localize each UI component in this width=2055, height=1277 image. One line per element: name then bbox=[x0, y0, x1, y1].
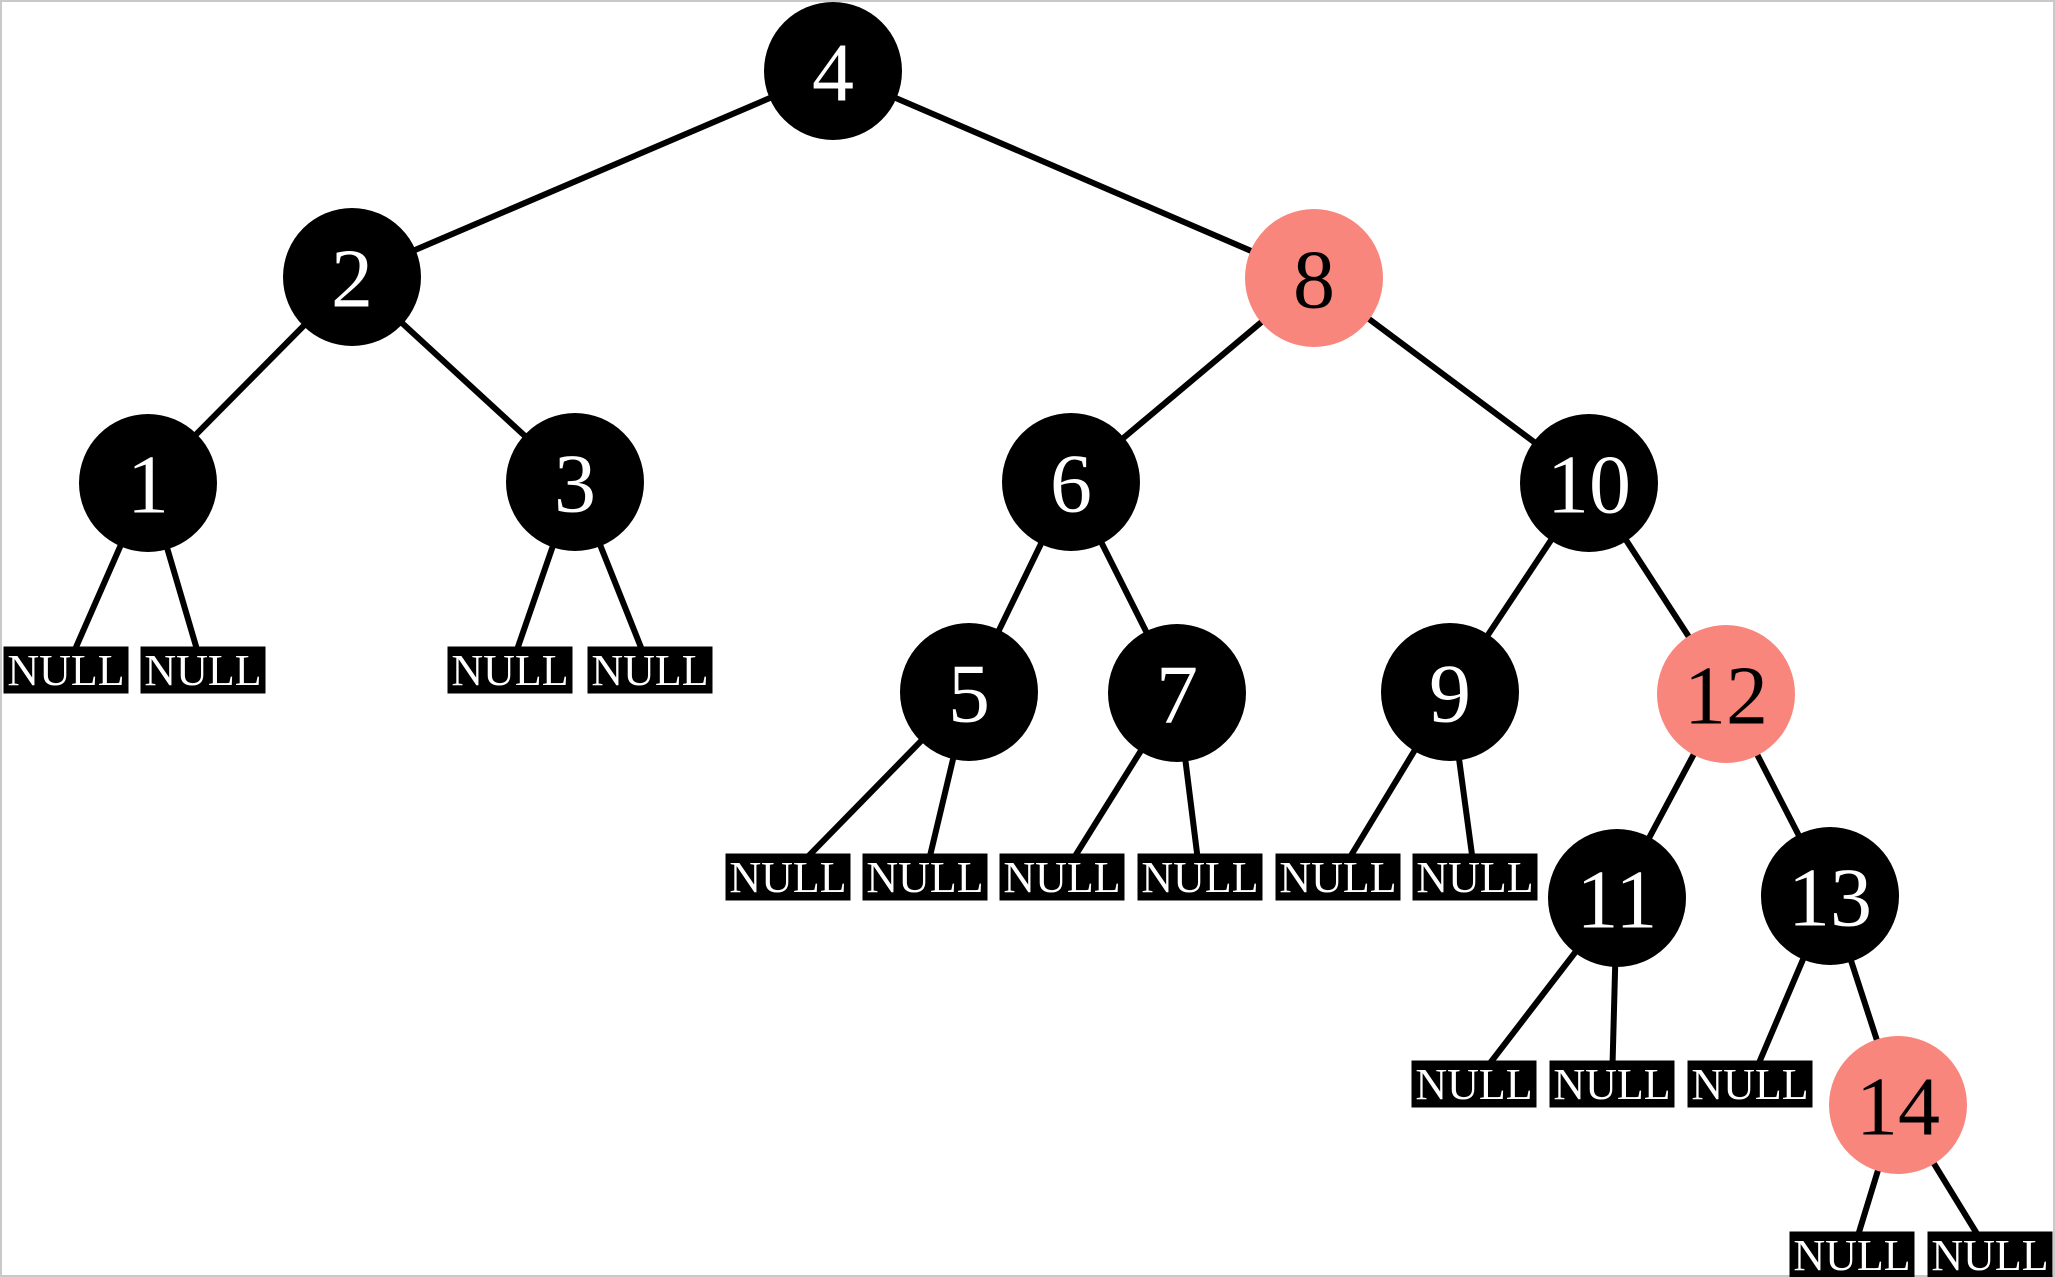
null-leaf-N13: NULL bbox=[1687, 1060, 1813, 1109]
black-node-circle bbox=[283, 208, 421, 346]
tree-edge-4-2 bbox=[350, 68, 835, 280]
null-leaf-box bbox=[1927, 1231, 2053, 1277]
red-node-circle bbox=[1245, 209, 1383, 347]
null-leaf-label: NULL bbox=[1279, 853, 1396, 902]
null-leaf-box bbox=[587, 646, 713, 694]
null-leaf-box bbox=[1687, 1060, 1813, 1108]
null-leaf-box bbox=[3, 646, 129, 694]
null-leaf-N5: NULL bbox=[725, 853, 851, 902]
tree-node-2: 2 bbox=[283, 208, 421, 346]
null-leaf-label: NULL bbox=[1141, 853, 1258, 902]
null-leaf-label: NULL bbox=[7, 646, 124, 695]
tree-node-9: 9 bbox=[1381, 623, 1519, 761]
null-leaf-N9: NULL bbox=[1275, 853, 1401, 902]
node-value-label: 4 bbox=[812, 26, 854, 119]
black-node-circle bbox=[1520, 414, 1658, 552]
null-leaf-label: NULL bbox=[1793, 1231, 1910, 1277]
null-leaf-N3: NULL bbox=[447, 646, 573, 695]
null-leaf-N14: NULL bbox=[1789, 1231, 1915, 1277]
null-leaf-box bbox=[1275, 853, 1401, 901]
black-node-circle bbox=[1002, 413, 1140, 551]
tree-node-14: 14 bbox=[1829, 1036, 1967, 1174]
black-node-circle bbox=[900, 623, 1038, 761]
null-leaf-label: NULL bbox=[1003, 853, 1120, 902]
tree-node-6: 6 bbox=[1002, 413, 1140, 551]
tree-node-1: 1 bbox=[79, 414, 217, 552]
null-leaf-label: NULL bbox=[1553, 1060, 1670, 1109]
null-leaf-label: NULL bbox=[1416, 853, 1533, 902]
null-leaf-box bbox=[1137, 853, 1263, 901]
null-leaf-N15: NULL bbox=[1927, 1231, 2053, 1277]
null-leaf-label: NULL bbox=[729, 853, 846, 902]
black-node-circle bbox=[1381, 623, 1519, 761]
null-leaf-N2: NULL bbox=[140, 646, 266, 695]
node-value-label: 1 bbox=[127, 438, 169, 531]
node-value-label: 3 bbox=[554, 437, 596, 530]
tree-node-7: 7 bbox=[1108, 624, 1246, 762]
node-value-label: 12 bbox=[1684, 649, 1768, 742]
tree-node-5: 5 bbox=[900, 623, 1038, 761]
null-leaf-N7: NULL bbox=[999, 853, 1125, 902]
tree-node-10: 10 bbox=[1520, 414, 1658, 552]
null-leaf-N6: NULL bbox=[862, 853, 988, 902]
null-leaf-label: NULL bbox=[866, 853, 983, 902]
null-leaf-box bbox=[140, 646, 266, 694]
null-leaf-box bbox=[1411, 1060, 1537, 1108]
null-leaf-label: NULL bbox=[451, 646, 568, 695]
red-node-circle bbox=[1657, 625, 1795, 763]
null-leaf-box bbox=[1412, 853, 1538, 901]
black-node-circle bbox=[764, 2, 902, 140]
null-leaf-N12: NULL bbox=[1549, 1060, 1675, 1109]
null-leaf-label: NULL bbox=[1931, 1231, 2048, 1277]
tree-node-12: 12 bbox=[1657, 625, 1795, 763]
null-leaf-N1: NULL bbox=[3, 646, 129, 695]
null-leaf-box bbox=[1549, 1060, 1675, 1108]
null-leaf-box bbox=[999, 853, 1125, 901]
null-leaf-N11: NULL bbox=[1411, 1060, 1537, 1109]
node-value-label: 7 bbox=[1156, 648, 1198, 741]
null-leaf-box bbox=[862, 853, 988, 901]
node-value-label: 13 bbox=[1788, 851, 1872, 944]
black-node-circle bbox=[506, 413, 644, 551]
tree-edge-4-8 bbox=[831, 68, 1316, 281]
null-leaf-N10: NULL bbox=[1412, 853, 1538, 902]
tree-node-4: 4 bbox=[764, 2, 902, 140]
null-leaf-label: NULL bbox=[1415, 1060, 1532, 1109]
node-value-label: 11 bbox=[1577, 853, 1658, 946]
node-value-label: 5 bbox=[948, 647, 990, 740]
red-node-circle bbox=[1829, 1036, 1967, 1174]
null-leaf-box bbox=[1789, 1231, 1915, 1277]
null-leaf-label: NULL bbox=[144, 646, 261, 695]
node-value-label: 6 bbox=[1050, 437, 1092, 530]
null-leaf-box bbox=[725, 853, 851, 901]
node-value-label: 8 bbox=[1293, 233, 1335, 326]
null-leaf-label: NULL bbox=[1691, 1060, 1808, 1109]
black-node-circle bbox=[1548, 829, 1686, 967]
node-value-label: 2 bbox=[331, 232, 373, 325]
tree-node-8: 8 bbox=[1245, 209, 1383, 347]
node-value-label: 9 bbox=[1429, 647, 1471, 740]
black-node-circle bbox=[1761, 827, 1899, 965]
null-leaf-N4: NULL bbox=[587, 646, 713, 695]
black-node-circle bbox=[79, 414, 217, 552]
null-leaf-label: NULL bbox=[591, 646, 708, 695]
tree-node-11: 11 bbox=[1548, 829, 1686, 967]
tree-node-3: 3 bbox=[506, 413, 644, 551]
null-leaf-N8: NULL bbox=[1137, 853, 1263, 902]
black-node-circle bbox=[1108, 624, 1246, 762]
node-value-label: 14 bbox=[1856, 1060, 1940, 1153]
tree-node-13: 13 bbox=[1761, 827, 1899, 965]
null-leaf-box bbox=[447, 646, 573, 694]
node-value-label: 10 bbox=[1547, 438, 1631, 531]
